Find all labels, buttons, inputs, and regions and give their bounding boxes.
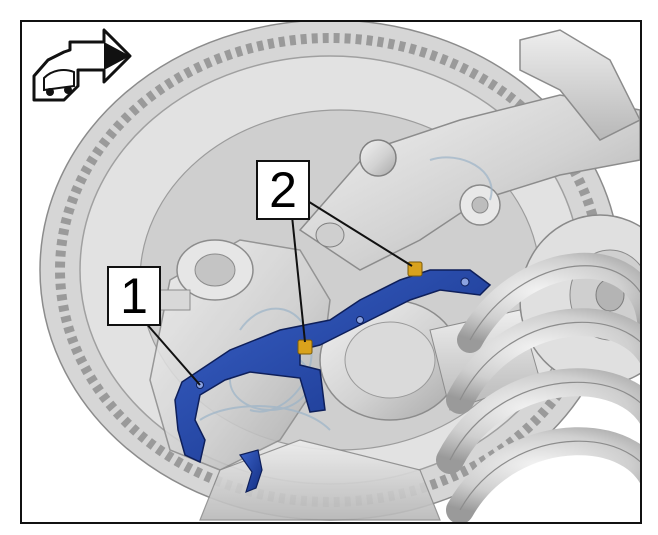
upper-wishbone [298,94,640,271]
callout-label-1: 1 [107,266,161,326]
fastener-lower [297,339,313,355]
callout-label-2: 2 [256,160,310,220]
leader-line-2a [291,215,306,343]
upper-arm-rear [519,29,640,141]
vehicle-direction-arrow-icon [32,28,132,102]
ball-joint-upper [359,139,397,177]
leader-line-1 [144,321,201,386]
leader-line-2b [305,199,413,267]
coil-spring [436,214,640,522]
